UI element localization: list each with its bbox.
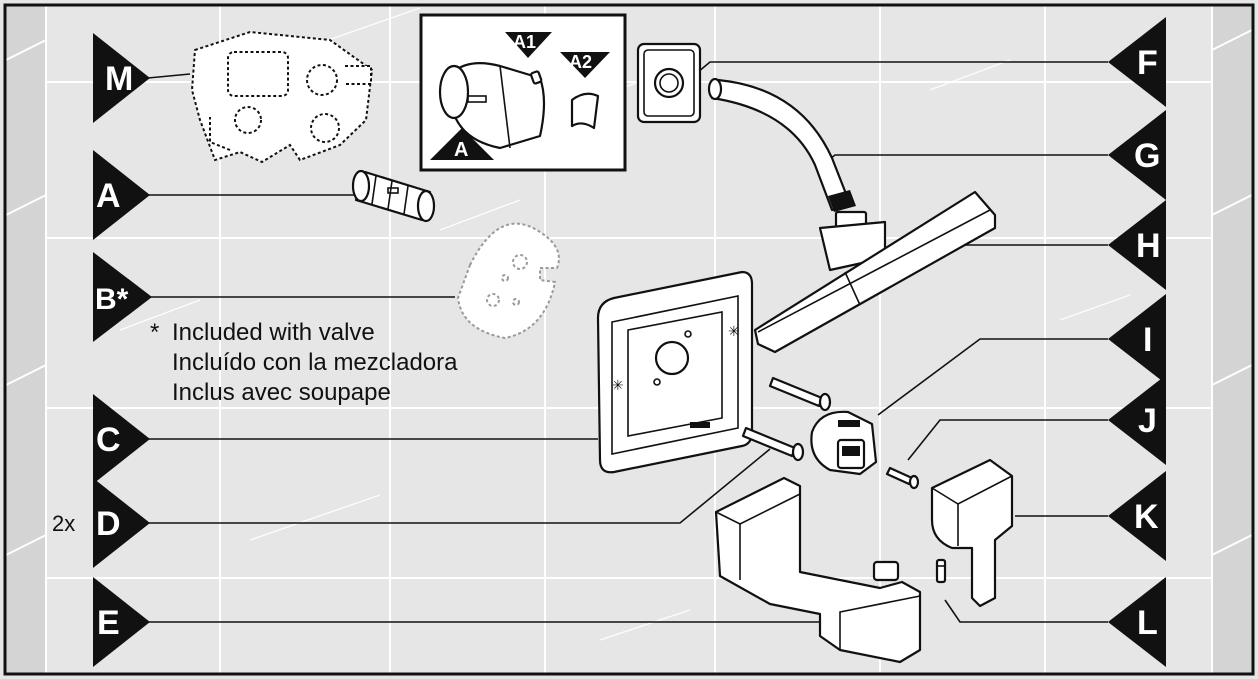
cartridge-illustration bbox=[351, 169, 436, 223]
left-wall-band bbox=[6, 6, 46, 673]
label-L: L bbox=[1108, 577, 1166, 667]
svg-text:D: D bbox=[96, 505, 121, 543]
label-M: M bbox=[93, 33, 150, 123]
label-F: F bbox=[1108, 17, 1166, 107]
handle-set-screw-illustration bbox=[935, 558, 947, 584]
svg-text:K: K bbox=[1134, 498, 1159, 536]
svg-text:I: I bbox=[1143, 321, 1152, 359]
svg-text:F: F bbox=[1137, 44, 1158, 82]
label-A: A bbox=[93, 150, 150, 240]
svg-text:B*: B* bbox=[95, 283, 129, 316]
svg-text:H: H bbox=[1136, 227, 1161, 265]
label-D: D bbox=[93, 478, 150, 568]
svg-text:J: J bbox=[1138, 402, 1157, 440]
svg-text:E: E bbox=[97, 604, 120, 642]
label-H: H bbox=[1108, 200, 1166, 290]
svg-text:M: M bbox=[105, 60, 133, 98]
label-E: E bbox=[93, 577, 150, 667]
svg-text:G: G bbox=[1134, 137, 1160, 175]
diagram-border bbox=[3, 3, 1255, 676]
quantity-note: 2x bbox=[52, 511, 75, 536]
footnote-marker: * bbox=[150, 319, 159, 346]
svg-text:A: A bbox=[454, 139, 468, 161]
plaster-guard-illustration bbox=[456, 222, 560, 340]
adapter-screw-illustration bbox=[885, 466, 920, 490]
hot-symbol: ✳ bbox=[612, 378, 624, 394]
footnote-line-2: Incluído con la mezcladora bbox=[172, 349, 458, 376]
tub-spout-illustration bbox=[714, 476, 922, 664]
label-C: C bbox=[93, 394, 150, 484]
brand-mark bbox=[690, 422, 710, 428]
lever-handle-illustration bbox=[930, 458, 1014, 608]
svg-text:L: L bbox=[1137, 604, 1158, 642]
label-I: I bbox=[1108, 294, 1166, 384]
svg-text:A2: A2 bbox=[569, 52, 592, 72]
svg-text:A: A bbox=[96, 177, 121, 215]
handle-adapter-illustration bbox=[810, 410, 878, 476]
footnote-line-3: Inclus avec soupape bbox=[172, 379, 391, 406]
label-B: B* bbox=[93, 252, 152, 342]
mounting-screws-illustration bbox=[741, 376, 832, 462]
svg-text:A1: A1 bbox=[513, 32, 536, 52]
right-wall-band bbox=[1212, 6, 1252, 673]
cartridge-detail-inset: A A1 A2 bbox=[419, 13, 627, 172]
escutcheon-plate-illustration: ✳ ✳ bbox=[596, 270, 754, 474]
showerhead-illustration bbox=[753, 190, 997, 354]
footnote-line-1: Included with valve bbox=[172, 319, 375, 346]
shower-arm-flange-illustration bbox=[636, 42, 702, 124]
label-K: K bbox=[1108, 471, 1166, 561]
svg-text:C: C bbox=[96, 421, 121, 459]
shower-arm-illustration bbox=[707, 77, 856, 212]
label-J: J bbox=[1108, 375, 1166, 465]
cold-symbol: ✳ bbox=[728, 324, 740, 340]
valve-body-illustration bbox=[190, 30, 374, 164]
label-G: G bbox=[1108, 110, 1166, 200]
